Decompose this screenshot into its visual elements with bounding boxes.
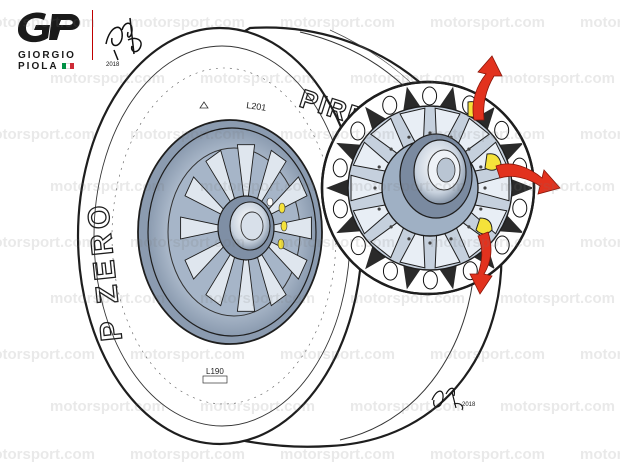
hub-lightening-hole [422, 270, 438, 290]
hub-bolt [479, 207, 483, 211]
hub-lightening-hole [350, 121, 366, 141]
hub-tooth [326, 178, 351, 198]
logo-text: GIORGIO PIOLA [18, 50, 76, 72]
hub-lightening-hole [382, 261, 398, 281]
cooling-vent-yellow [475, 217, 493, 235]
airflow-arrows [469, 55, 561, 295]
hub-tooth [365, 244, 388, 270]
hub-lightening-hole [332, 199, 348, 219]
hub-bolt [449, 237, 453, 241]
svg-text:2018: 2018 [462, 402, 476, 408]
hub-lightening-hole [382, 95, 398, 115]
hub-tooth [402, 263, 422, 290]
hub-bolt [407, 237, 411, 241]
hub-bolt [449, 135, 453, 139]
hub-bolts [373, 131, 487, 245]
cooling-vent-yellow [280, 220, 288, 232]
hub-lightening-hole [512, 198, 528, 218]
hub-bolt [377, 207, 381, 211]
hub-bolt [467, 225, 471, 229]
logo-divider [92, 10, 93, 60]
hub-bolt [428, 241, 432, 245]
hub-tooth [438, 86, 458, 113]
italian-flag-icon [61, 61, 74, 72]
hub-bolt [389, 225, 393, 229]
cooling-vent-yellow [277, 238, 285, 250]
hub-bolt [377, 165, 381, 169]
giorgio-piola-logo: GIORGIO PIOLA [8, 8, 98, 72]
cooling-vent-yellow [278, 202, 286, 214]
logo-line-1: GIORGIO [18, 50, 76, 61]
hub-lightening-hole [422, 86, 438, 106]
airflow-arrow-down [469, 231, 493, 295]
marking-bottom: L190 [206, 367, 224, 376]
hub-bolt [428, 131, 432, 135]
hub-bolt [389, 147, 393, 151]
hub-bolt [479, 165, 483, 169]
hub-bolt [373, 186, 377, 190]
airflow-arrow-up [472, 55, 503, 121]
artist-signature-icon: 2018 [105, 17, 142, 68]
hub-lightening-hole [494, 235, 510, 255]
hub-bolt [407, 135, 411, 139]
gp-monogram-icon [18, 12, 80, 43]
hub-bolt [467, 147, 471, 151]
hub-lightening-hole [332, 158, 348, 178]
marking-top: L201 [246, 100, 267, 113]
artist-signature-small: 2018 [431, 387, 476, 411]
svg-text:2018: 2018 [106, 62, 120, 68]
wheel-rim [137, 119, 323, 345]
hub-lightening-hole [350, 236, 366, 256]
logo-line-2: PIOLA [18, 61, 59, 73]
magnified-hub-detail [320, 80, 536, 296]
hub-tooth [365, 106, 388, 132]
airflow-arrow-right [495, 163, 561, 195]
hub-tooth [438, 263, 458, 290]
hub-bolt [483, 186, 487, 190]
hub-tooth [509, 178, 532, 198]
hub-tooth [402, 86, 422, 113]
hub-lightening-hole [494, 120, 510, 140]
